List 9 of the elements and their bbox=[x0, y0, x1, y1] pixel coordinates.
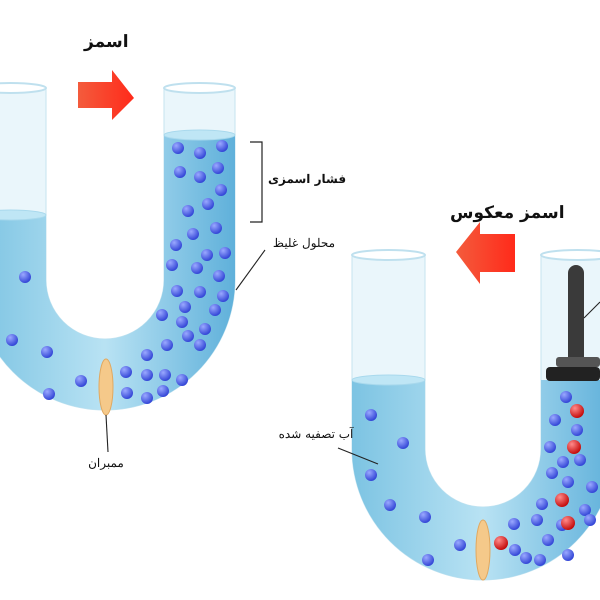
diagram-heading: اسمز bbox=[84, 32, 129, 52]
callout-text: محلول غلیظ bbox=[262, 232, 346, 254]
bracket-label: فشار اسمزی bbox=[268, 172, 346, 186]
leader-line bbox=[105, 414, 109, 452]
leader-line bbox=[584, 302, 600, 318]
callout-text: ممبران bbox=[76, 452, 136, 474]
leader-line bbox=[236, 250, 266, 290]
diagram-heading: اسمز معکوس bbox=[450, 203, 565, 223]
leader-line bbox=[338, 447, 378, 465]
